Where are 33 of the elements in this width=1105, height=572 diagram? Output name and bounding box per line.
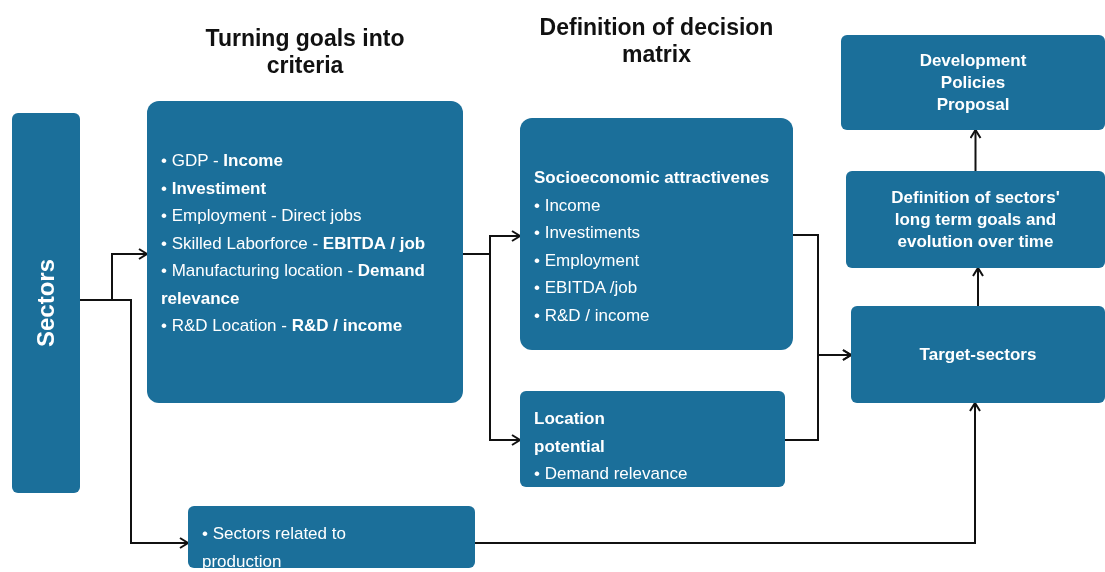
bullet-item: • Demand relevance <box>534 463 688 485</box>
arrow <box>462 253 521 446</box>
process-box <box>841 35 1105 130</box>
process-box <box>188 506 475 568</box>
process-box <box>846 171 1105 268</box>
bullet-item: • R&D Location - R&D / income <box>161 315 403 337</box>
bullet-item: • Employment - Direct jobs <box>161 205 362 227</box>
bullet-item: • Sectors related to production <box>202 523 347 572</box>
bullet-item: • Investiment <box>161 177 267 200</box>
box-label: Development Policies Proposal <box>918 49 1028 116</box>
arrow <box>969 129 982 172</box>
arrow <box>79 299 189 549</box>
arrow <box>474 402 981 544</box>
column-heading: Turning goals into criteria <box>204 25 406 79</box>
column-heading: Definition of decision matrix <box>538 14 775 68</box>
bullet-item: • EBITDA /job <box>534 277 638 299</box>
process-box <box>520 391 785 487</box>
arrow <box>784 349 852 441</box>
process-box <box>851 306 1105 403</box>
bullet-item: • Employment <box>534 249 640 272</box>
box-label: Target-sectors <box>919 343 1037 366</box>
box-label: Sectors <box>32 259 60 347</box>
box-title: Socioeconomic attractivenes <box>534 167 770 189</box>
box-title: Location potential <box>534 408 606 458</box>
bullet-item: • R&D / income <box>534 304 650 327</box>
arrow <box>972 267 984 307</box>
bullet-item: • Investiments <box>534 222 641 244</box>
bullet-item: • Manufacturing location - Demand relevance <box>161 260 426 310</box>
bullet-item: • Income <box>534 194 601 217</box>
box-label: Definition of sectors' long term goals and evolution over time <box>890 186 1061 253</box>
bullet-item: • GDP - Income <box>161 150 283 172</box>
bullet-item: • Skilled Laborforce - EBITDA / job <box>161 232 426 255</box>
process-box <box>12 113 80 493</box>
